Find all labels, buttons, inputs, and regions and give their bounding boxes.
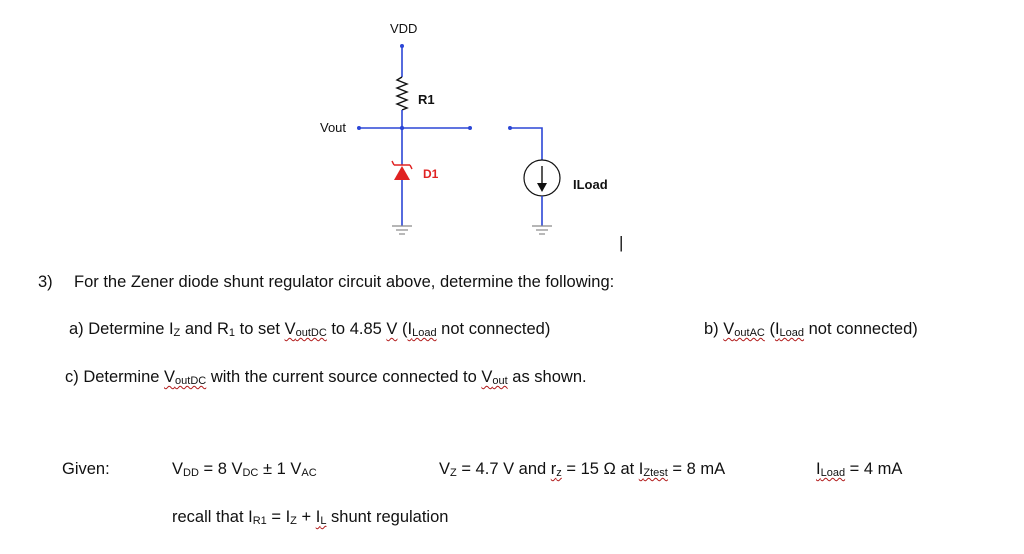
v-out-term: Vout bbox=[481, 368, 508, 387]
iload-term: ILoad bbox=[816, 460, 846, 479]
given-vdd: VDD = 8 VDC ± 1 VAC bbox=[172, 460, 317, 479]
given-zener-params: VZ = 4.7 V and rz = 15 Ω at IZtest = 8 m… bbox=[439, 460, 726, 479]
current-arrow-head-icon bbox=[537, 183, 547, 192]
given-iload: ILoad = 4 mA bbox=[816, 460, 903, 479]
iload-ground-symbol bbox=[532, 225, 552, 235]
vdd-terminal-dot bbox=[400, 44, 404, 48]
iload-label: ILoad bbox=[573, 177, 608, 192]
zener-ground-symbol bbox=[392, 225, 412, 235]
il-term: IL bbox=[315, 508, 327, 527]
question-number: 3) bbox=[38, 273, 53, 291]
given-label: Given: bbox=[62, 460, 110, 478]
node-open-end-dot bbox=[468, 126, 472, 130]
rz-term: rz bbox=[550, 460, 562, 479]
iload-top-wire bbox=[510, 127, 543, 160]
vdd-label: VDD bbox=[390, 21, 417, 36]
vout-label: Vout bbox=[320, 120, 346, 135]
part-a: a) Determine IZ and R1 to set VoutDC to … bbox=[69, 320, 551, 339]
d1-label: D1 bbox=[423, 167, 439, 181]
question-prompt: For the Zener diode shunt regulator circ… bbox=[74, 273, 615, 291]
zener-diode-triangle bbox=[394, 166, 410, 180]
v-outdc-term: VoutDC bbox=[164, 368, 207, 387]
r1-label: R1 bbox=[418, 92, 435, 107]
i-load-term: ILoad bbox=[407, 320, 437, 339]
zener-diode-d1-symbol bbox=[391, 160, 413, 170]
iztest-term: IZtest bbox=[638, 460, 668, 479]
vout-terminal-dot bbox=[357, 126, 361, 130]
v-outac-term: VoutAC bbox=[723, 320, 765, 339]
part-c: c) Determine VoutDC with the current sou… bbox=[65, 368, 587, 387]
v-outdc-term: VoutDC bbox=[284, 320, 327, 339]
r1-resistor-symbol bbox=[395, 76, 409, 111]
i-load-term: ILoad bbox=[774, 320, 805, 339]
text-cursor: | bbox=[619, 233, 623, 252]
part-b: b) VoutAC (ILoad not connected) bbox=[704, 320, 918, 339]
recall-note: recall that IR1 = IZ + IL shunt regulati… bbox=[172, 508, 449, 527]
circuit-diagram: VDD R1 Vout D1 ILoad | bbox=[320, 21, 623, 252]
